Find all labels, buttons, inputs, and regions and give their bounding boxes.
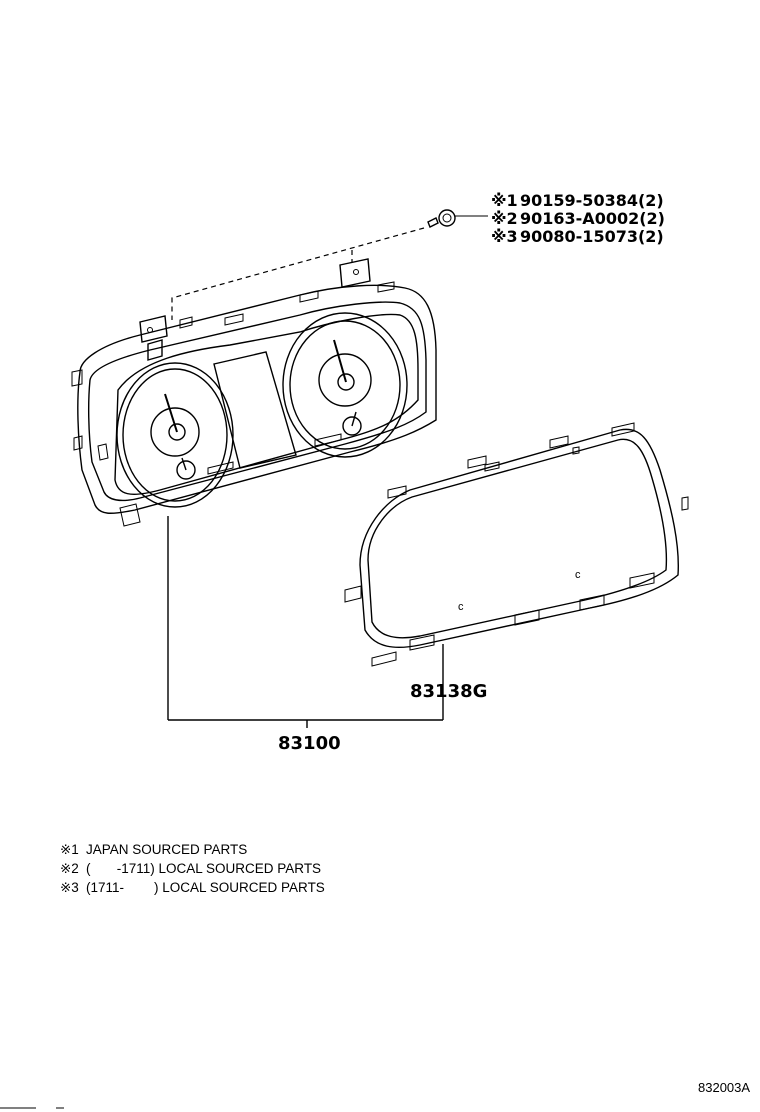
meter-assembly-part-number: 83100 <box>278 733 341 754</box>
screw-illustration <box>427 209 456 228</box>
combination-meter-illustration <box>71 258 437 527</box>
screw-callout-3: ※3 90080-15073(2) <box>491 227 664 246</box>
note-3-marker: ※3 <box>60 880 79 895</box>
screw-callout-2: ※2 90163-A0002(2) <box>491 209 665 228</box>
figure-reference: 832003A <box>698 1080 750 1095</box>
screw-callout-3-marker: ※3 <box>491 227 518 246</box>
screw-callout-3-part: 90080-15073(2) <box>520 227 664 246</box>
note-3-text: (1711- ) LOCAL SOURCED PARTS <box>86 880 325 895</box>
svg-text:c: c <box>575 569 581 581</box>
note-2-marker: ※2 <box>60 861 79 876</box>
screw-callout-1-part: 90159-50384(2) <box>520 191 664 210</box>
screw-callout-1: ※1 90159-50384(2) <box>491 191 664 210</box>
lens-part-number: 83138G <box>410 681 487 702</box>
screw-callout-1-marker: ※1 <box>491 191 518 210</box>
screw-dashed-path <box>171 227 425 320</box>
meter-lens-illustration: c c <box>344 422 689 667</box>
note-2-text: ( -1711) LOCAL SOURCED PARTS <box>86 861 321 876</box>
notes-block: ※1 JAPAN SOURCED PARTS ※2 ( -1711) LOCAL… <box>60 842 325 895</box>
screw-callout-2-marker: ※2 <box>491 209 518 228</box>
note-1-marker: ※1 <box>60 842 79 857</box>
note-1-text: JAPAN SOURCED PARTS <box>86 842 247 857</box>
screw-callout-2-part: 90163-A0002(2) <box>520 209 665 228</box>
svg-text:c: c <box>458 601 464 613</box>
